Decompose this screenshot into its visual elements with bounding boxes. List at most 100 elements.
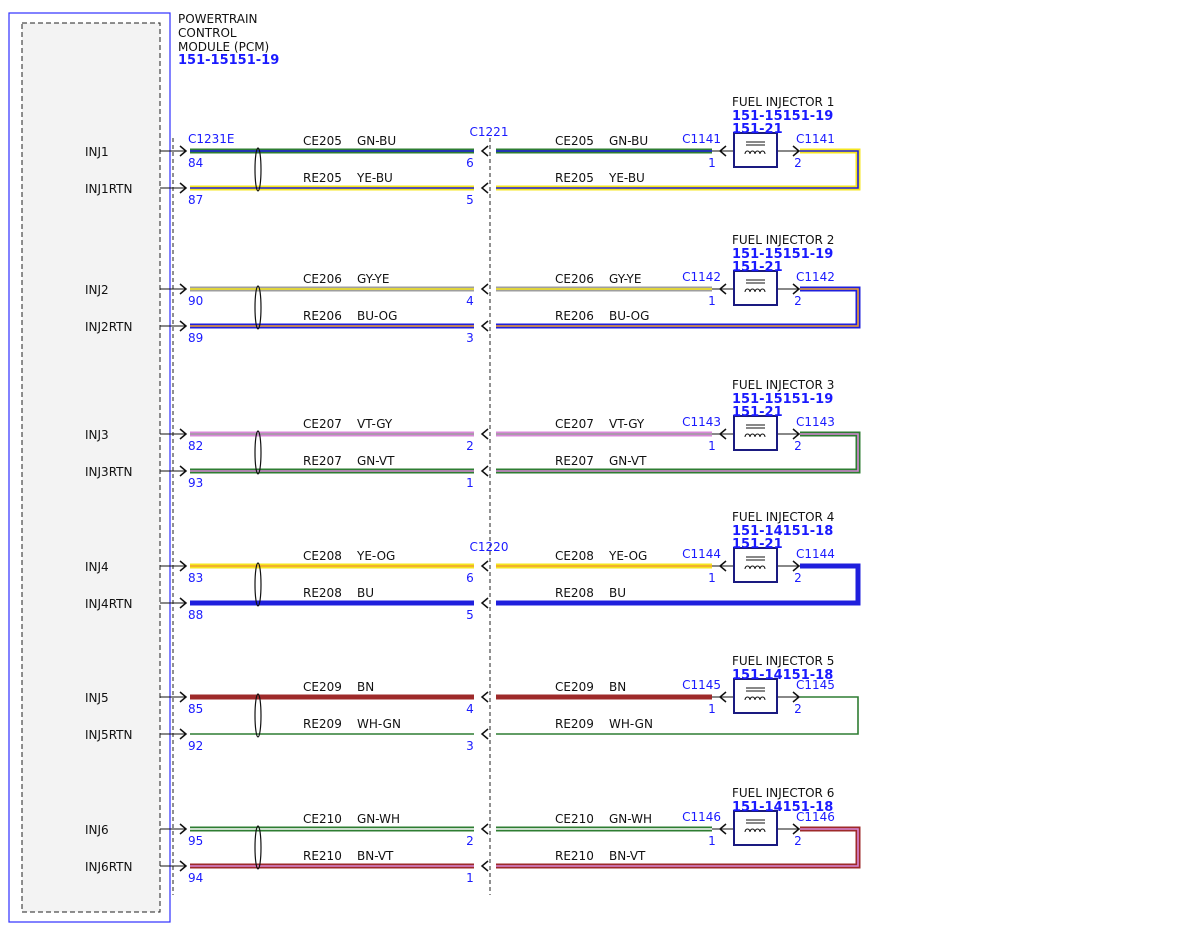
- coil-icon: [744, 141, 766, 155]
- circuit-label: RE206: [303, 309, 342, 323]
- wire-re208-right[interactable]: [496, 563, 861, 606]
- pin-arrow: [179, 597, 188, 609]
- pcm-pin-label: INJ2RTN: [85, 320, 132, 334]
- wire-color-label: GN-VT: [357, 454, 395, 468]
- twisted-pair-marker: [254, 147, 262, 192]
- inline-arrow: [480, 728, 489, 740]
- wire-re207-right[interactable]: [496, 431, 861, 474]
- circuit-label: RE210: [555, 849, 594, 863]
- pcm-ref[interactable]: 151-15151-19: [178, 53, 279, 68]
- wire-re209-right[interactable]: [496, 694, 861, 737]
- injector-ref[interactable]: 151-21: [732, 122, 783, 137]
- circuit-label: RE205: [555, 171, 594, 185]
- pcm-connector-label[interactable]: C1231E: [188, 132, 235, 146]
- injector-ref[interactable]: 151-14151-18: [732, 668, 833, 683]
- injector-connector-label: C1143: [682, 415, 721, 429]
- inline-pin-number: 2: [466, 834, 474, 848]
- inline-pin-number: 3: [466, 739, 474, 753]
- pcm-title-line-2: CONTROL: [178, 26, 237, 40]
- injector-ref[interactable]: 151-15151-19: [732, 392, 833, 407]
- pcm-pin-label: INJ4: [85, 560, 109, 574]
- injector-pin-number: 2: [794, 571, 802, 585]
- injector-ref[interactable]: 151-15151-19: [732, 109, 833, 124]
- injector-ref[interactable]: 151-21: [732, 260, 783, 275]
- fuel-injector-4[interactable]: [733, 547, 778, 583]
- pcm-pin-label: INJ4RTN: [85, 597, 132, 611]
- wire-color-label: YE-BU: [608, 171, 645, 185]
- pcm-pin-label: INJ5: [85, 691, 109, 705]
- injector-arrow: [718, 145, 727, 157]
- wire-color-label: YE-OG: [356, 549, 395, 563]
- wire-color-label: VT-GY: [609, 417, 645, 431]
- injector-connector-label: C1145: [796, 678, 835, 692]
- wire-re210-right-body: [496, 826, 861, 869]
- wire-re205-right[interactable]: [496, 148, 861, 191]
- circuit-label: RE208: [555, 586, 594, 600]
- pin-arrow: [179, 283, 188, 295]
- injector-pin-number: 2: [794, 294, 802, 308]
- inline-pin-number: 3: [466, 331, 474, 345]
- injector-pin-number: 2: [794, 439, 802, 453]
- fuel-injector-6[interactable]: [733, 810, 778, 846]
- injector-arrow: [718, 823, 727, 835]
- inline-pin-number: 5: [466, 608, 474, 622]
- injector-pin-number: 2: [794, 156, 802, 170]
- wire-color-label: VT-GY: [357, 417, 393, 431]
- wire-color-label: GN-VT: [609, 454, 647, 468]
- fuel-injector-5[interactable]: [733, 678, 778, 714]
- wire-re206-right[interactable]: [496, 286, 861, 329]
- twisted-pair-marker: [254, 285, 262, 330]
- fuel-injector-3[interactable]: [733, 415, 778, 451]
- inline-arrow: [480, 145, 489, 157]
- coil-icon: [744, 687, 766, 701]
- wire-color-label: BN: [609, 680, 626, 694]
- injector-arrow: [792, 823, 801, 835]
- injector-arrow: [792, 691, 801, 703]
- circuit-label: RE205: [303, 171, 342, 185]
- wire-re208-right-body: [496, 563, 861, 606]
- pcm-pin-label: INJ5RTN: [85, 728, 132, 742]
- injector-ref[interactable]: 151-21: [732, 405, 783, 420]
- injector-connector-label: C1141: [796, 132, 835, 146]
- wire-color-label: GY-YE: [609, 272, 641, 286]
- pin-arrow: [179, 823, 188, 835]
- fuel-injector-1[interactable]: [733, 132, 778, 168]
- pcm-outline: [8, 12, 171, 923]
- circuit-label: RE206: [555, 309, 594, 323]
- wire-re205-right-stripe: [496, 150, 859, 189]
- injector-connector-label: C1144: [682, 547, 721, 561]
- injector-arrow: [718, 691, 727, 703]
- pcm-module[interactable]: [8, 12, 171, 923]
- injector-pin-number: 1: [708, 156, 716, 170]
- circuit-label: RE208: [303, 586, 342, 600]
- injector-ref[interactable]: 151-14151-18: [732, 524, 833, 539]
- inline-arrow: [480, 691, 489, 703]
- pin-arrow: [179, 182, 188, 194]
- coil-icon: [744, 279, 766, 293]
- wire-re210-right[interactable]: [496, 826, 861, 869]
- injector-ref[interactable]: 151-21: [732, 537, 783, 552]
- inline-pin-number: 4: [466, 294, 474, 308]
- circuit-label: RE207: [555, 454, 594, 468]
- pin-arrow: [179, 428, 188, 440]
- wire-color-label: WH-GN: [357, 717, 401, 731]
- inline-connector-label: C1221: [470, 125, 509, 139]
- wire-color-label: GN-BU: [357, 134, 396, 148]
- inline-pin-number: 4: [466, 702, 474, 716]
- twisted-pair-marker: [254, 430, 262, 475]
- injector-title: FUEL INJECTOR 6: [732, 786, 834, 800]
- pcm-pin-label: INJ6RTN: [85, 860, 132, 874]
- pcm-pin-number: 85: [188, 702, 203, 716]
- injector-arrow: [718, 428, 727, 440]
- pcm-pin-number: 89: [188, 331, 203, 345]
- pcm-pin-number: 92: [188, 739, 203, 753]
- injector-ref[interactable]: 151-15151-19: [732, 247, 833, 262]
- fuel-injector-2[interactable]: [733, 270, 778, 306]
- injector-box: [733, 810, 778, 846]
- injector-connector-label: C1145: [682, 678, 721, 692]
- injector-connector-label: C1146: [796, 810, 835, 824]
- injector-ref[interactable]: 151-14151-18: [732, 800, 833, 815]
